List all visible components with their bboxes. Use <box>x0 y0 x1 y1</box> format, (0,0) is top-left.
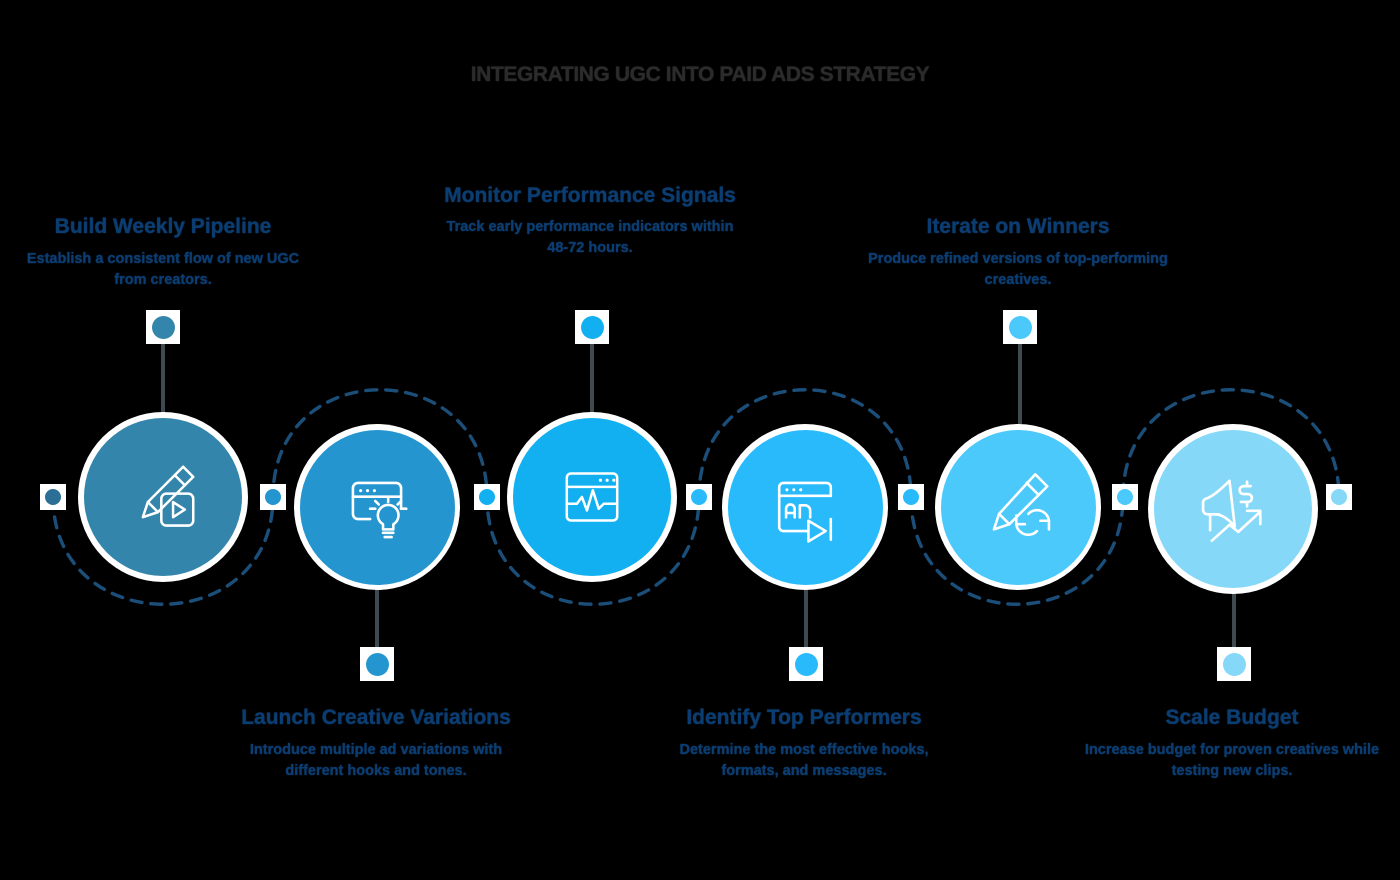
connector-node-end <box>1326 484 1352 510</box>
label-title-step-4: Identify Top Performers <box>686 706 922 729</box>
stem-step-5 <box>1018 326 1022 432</box>
label-title-step-3: Monitor Performance Signals <box>444 184 736 207</box>
stem-step-3 <box>590 326 594 432</box>
connector-node-5-6 <box>1112 484 1138 510</box>
bead-step-3 <box>580 315 604 339</box>
stem-cap-step-6 <box>1217 647 1251 681</box>
bead-step-6 <box>1222 652 1246 676</box>
connector-node-2-3 <box>474 484 500 510</box>
label-desc-step-3: Track early performance indicators withi… <box>446 219 734 257</box>
label-step-1: Build Weekly Pipeline Establish a consis… <box>13 214 313 291</box>
label-step-3: Monitor Performance Signals Track early … <box>440 184 740 259</box>
connector-node-3-4 <box>686 484 712 510</box>
stem-cap-step-3 <box>575 310 609 344</box>
connector-bead-4-5 <box>903 489 919 505</box>
stem-step-6 <box>1232 568 1236 672</box>
bead-step-4 <box>794 652 818 676</box>
connector-bead-5-6 <box>1117 489 1133 505</box>
connector-bead-1-2 <box>265 489 281 505</box>
pencil-refresh-icon <box>992 473 1051 537</box>
label-desc-step-5: Produce refined versions of top-performi… <box>868 250 1168 288</box>
label-title-step-5: Iterate on Winners <box>926 215 1110 238</box>
connector-bead-start <box>45 489 61 505</box>
step-node-1[interactable] <box>78 412 248 582</box>
label-desc-step-4: Determine the most effective hooks, form… <box>679 741 929 779</box>
connector-node-start <box>40 484 66 510</box>
connector-node-4-5 <box>898 484 924 510</box>
stem-step-1 <box>161 326 165 432</box>
bead-step-2 <box>365 652 389 676</box>
step-disc-5 <box>940 429 1096 585</box>
connector-node-1-2 <box>260 484 286 510</box>
step-node-6[interactable] <box>1148 424 1318 594</box>
stem-cap-step-2 <box>360 647 394 681</box>
stem-cap-step-5 <box>1003 310 1037 344</box>
step-disc-6 <box>1154 430 1312 588</box>
page-title: INTEGRATING UGC INTO PAID ADS STRATEGY <box>470 63 930 86</box>
step-node-2[interactable] <box>294 424 460 590</box>
label-step-2: Launch Creative Variations Introduce mul… <box>226 705 526 782</box>
bead-step-5 <box>1008 315 1032 339</box>
browser-lightbulb-icon <box>351 481 408 539</box>
label-step-6: Scale Budget Increase budget for proven … <box>1082 705 1382 782</box>
stem-step-2 <box>375 568 379 672</box>
stem-step-4 <box>804 568 808 672</box>
stem-cap-step-4 <box>789 647 823 681</box>
step-disc-4 <box>727 429 883 585</box>
step-disc-3 <box>513 418 671 576</box>
label-title-step-6: Scale Budget <box>1165 706 1299 729</box>
browser-analytics-icon <box>565 472 619 522</box>
step-disc-1 <box>84 418 242 576</box>
bead-step-1 <box>151 315 175 339</box>
browser-ad-play-icon <box>777 481 833 543</box>
label-title-step-2: Launch Creative Variations <box>241 706 511 729</box>
connector-bead-3-4 <box>691 489 707 505</box>
step-node-4[interactable] <box>722 424 888 590</box>
step-node-3[interactable] <box>507 412 677 582</box>
connector-bead-2-3 <box>479 489 495 505</box>
megaphone-growth-icon <box>1201 479 1262 543</box>
step-node-5[interactable] <box>935 424 1101 590</box>
label-desc-step-6: Increase budget for proven creatives whi… <box>1084 741 1380 779</box>
label-title-step-1: Build Weekly Pipeline <box>54 215 272 238</box>
stem-cap-step-1 <box>146 310 180 344</box>
connector-bead-end <box>1331 489 1347 505</box>
label-desc-step-1: Establish a consistent flow of new UGC f… <box>26 250 300 288</box>
label-step-5: Iterate on Winners Produce refined versi… <box>868 214 1168 291</box>
label-step-4: Identify Top Performers Determine the mo… <box>654 705 954 782</box>
pencil-video-icon <box>141 465 195 527</box>
label-desc-step-2: Introduce multiple ad variations with di… <box>249 741 503 779</box>
step-disc-2 <box>299 429 455 585</box>
